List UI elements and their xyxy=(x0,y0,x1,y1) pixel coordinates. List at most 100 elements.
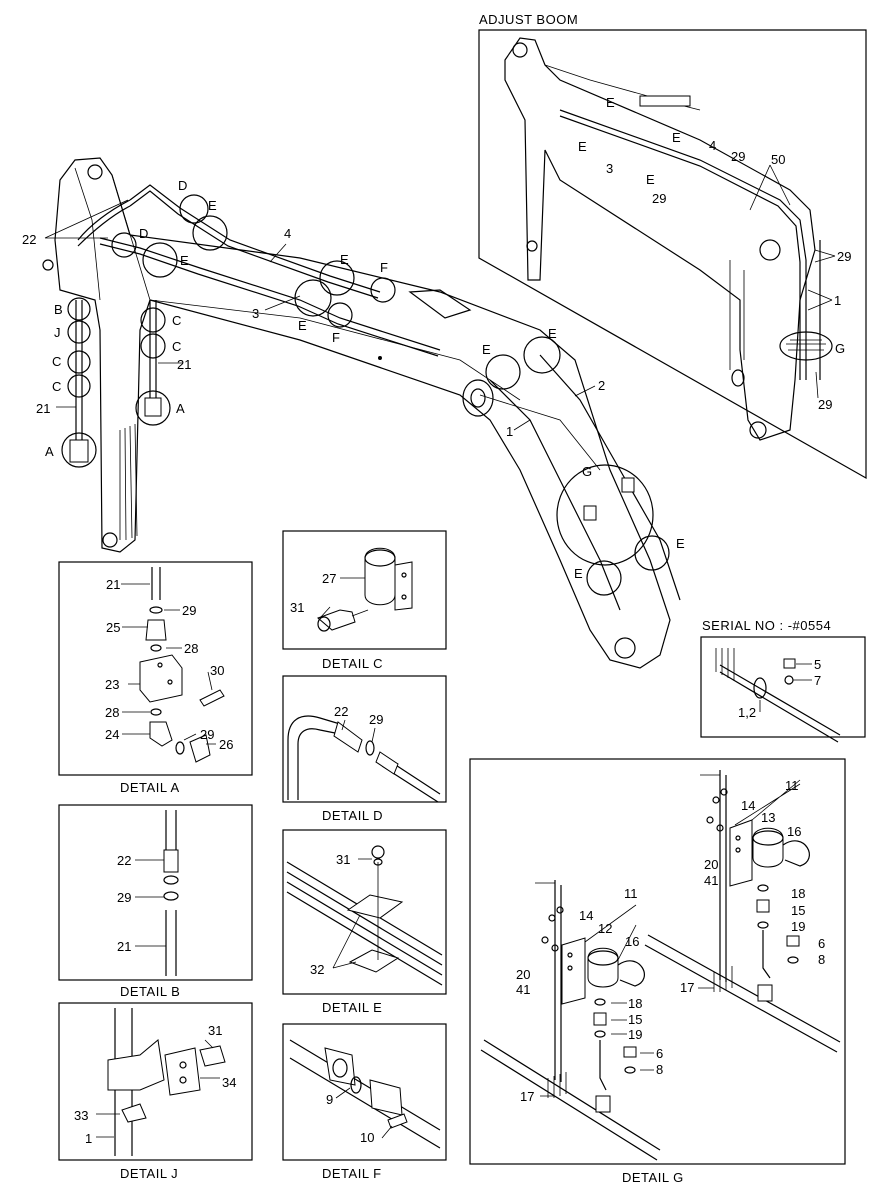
main-labels: 22 D E D E 4 E F 3 E F B J C C C C 21 21… xyxy=(22,178,685,581)
detail-e-caption: DETAIL E xyxy=(322,1000,382,1015)
adjust-label-E-2: E xyxy=(672,130,681,145)
label-E-1: E xyxy=(208,198,217,213)
label-E-7: E xyxy=(676,536,685,551)
adjust-label-4: 4 xyxy=(709,138,716,153)
detail-g-label-19-upper: 19 xyxy=(791,919,805,934)
detail-a-caption: DETAIL A xyxy=(120,780,180,795)
label-C-2: C xyxy=(52,379,61,394)
main-boom-drawing xyxy=(42,157,681,669)
label-F-2: F xyxy=(332,330,340,345)
detail-g-label-8-upper: 8 xyxy=(818,952,825,967)
detail-b: DETAIL B xyxy=(58,804,253,999)
adjust-boom-title: ADJUST BOOM xyxy=(479,12,578,27)
detail-g-label-17-lower: 17 xyxy=(520,1089,534,1104)
serial-labels: 5 7 1,2 xyxy=(738,657,821,720)
adjust-label-E-4: E xyxy=(646,172,655,187)
detail-a-label-28-bottom: 28 xyxy=(105,705,119,720)
detail-a-label-25: 25 xyxy=(106,620,120,635)
detail-j-label-31: 31 xyxy=(208,1023,222,1038)
detail-j-label-33: 33 xyxy=(74,1108,88,1123)
detail-g-label-41-lower: 41 xyxy=(516,982,530,997)
detail-f-label-10: 10 xyxy=(360,1130,374,1145)
detail-g-label-41-upper: 41 xyxy=(704,873,718,888)
detail-e-label-31: 31 xyxy=(336,852,350,867)
label-3: 3 xyxy=(252,306,259,321)
label-E-8: E xyxy=(574,566,583,581)
detail-a-label-21: 21 xyxy=(106,577,120,592)
detail-g-label-14-upper: 14 xyxy=(741,798,755,813)
detail-g-label-6-upper: 6 xyxy=(818,936,825,951)
adjust-label-50: 50 xyxy=(771,152,785,167)
detail-b-label-22: 22 xyxy=(117,853,131,868)
detail-e-label-32: 32 xyxy=(310,962,324,977)
adjust-label-3: 3 xyxy=(606,161,613,176)
detail-g-label-11-lower: 11 xyxy=(624,886,638,901)
detail-d: DETAIL D xyxy=(282,675,447,823)
detail-a-label-23: 23 xyxy=(105,677,119,692)
detail-b-label-21: 21 xyxy=(117,939,131,954)
detail-e: DETAIL E xyxy=(282,829,447,1015)
label-D-1: D xyxy=(178,178,187,193)
label-A-left: A xyxy=(45,444,54,459)
detail-g-label-16-lower: 16 xyxy=(625,934,639,949)
detail-g-label-17-upper: 17 xyxy=(680,980,694,995)
detail-a-label-30: 30 xyxy=(210,663,224,678)
detail-g-label-18-lower: 18 xyxy=(628,996,642,1011)
adjust-label-29-c: 29 xyxy=(837,249,851,264)
label-E-6: E xyxy=(548,326,557,341)
adjust-label-29-d: 29 xyxy=(818,397,832,412)
serial-inset: SERIAL NO : -#0554 xyxy=(700,618,866,743)
label-C-1: C xyxy=(52,354,61,369)
label-2: 2 xyxy=(598,378,605,393)
adjust-label-29-b: 29 xyxy=(652,191,666,206)
adjust-label-29-a: 29 xyxy=(731,149,745,164)
detail-d-caption: DETAIL D xyxy=(322,808,383,823)
label-22: 22 xyxy=(22,232,36,247)
detail-g-label-6-lower: 6 xyxy=(656,1046,663,1061)
detail-g-caption: DETAIL G xyxy=(622,1170,684,1185)
serial-label-1-2: 1,2 xyxy=(738,705,756,720)
detail-c: DETAIL C xyxy=(282,530,447,671)
detail-a-label-29: 29 xyxy=(182,603,196,618)
label-21-left: 21 xyxy=(36,401,50,416)
label-D-2: D xyxy=(139,226,148,241)
label-C-3: C xyxy=(172,313,181,328)
detail-f: DETAIL F xyxy=(282,1023,447,1181)
label-E-5: E xyxy=(482,342,491,357)
adjust-boom-inset: ADJUST BOOM xyxy=(478,12,867,480)
detail-d-label-29: 29 xyxy=(369,712,383,727)
label-E-4: E xyxy=(298,318,307,333)
detail-f-caption: DETAIL F xyxy=(322,1166,382,1181)
detail-j-caption: DETAIL J xyxy=(120,1166,178,1181)
detail-g-label-15-upper: 15 xyxy=(791,903,805,918)
label-G: G xyxy=(582,464,592,479)
label-J: J xyxy=(54,325,61,340)
detail-c-labels: 27 31 xyxy=(290,571,336,615)
detail-b-label-29: 29 xyxy=(117,890,131,905)
serial-no-title: SERIAL NO : -#0554 xyxy=(702,618,831,633)
label-B: B xyxy=(54,302,63,317)
detail-a-label-24: 24 xyxy=(105,727,119,742)
label-4: 4 xyxy=(284,226,291,241)
detail-j-labels: 31 34 33 1 xyxy=(74,1023,236,1146)
serial-label-5: 5 xyxy=(814,657,821,672)
detail-d-label-22: 22 xyxy=(334,704,348,719)
detail-j: DETAIL J xyxy=(58,1002,253,1181)
adjust-label-1: 1 xyxy=(834,293,841,308)
detail-g-label-8-lower: 8 xyxy=(656,1062,663,1077)
label-E-2: E xyxy=(180,253,189,268)
detail-b-labels: 22 29 21 xyxy=(117,853,131,954)
adjust-label-E-1: E xyxy=(606,95,615,110)
detail-g-label-16-upper: 16 xyxy=(787,824,801,839)
detail-c-label-27: 27 xyxy=(322,571,336,586)
detail-j-label-1: 1 xyxy=(85,1131,92,1146)
detail-e-labels: 31 32 xyxy=(310,852,350,977)
detail-a-label-26: 26 xyxy=(219,737,233,752)
detail-j-label-34: 34 xyxy=(222,1075,236,1090)
detail-c-label-31: 31 xyxy=(290,600,304,615)
detail-g-label-18-upper: 18 xyxy=(791,886,805,901)
label-E-3: E xyxy=(340,252,349,267)
adjust-label-E-3: E xyxy=(578,139,587,154)
detail-g-label-20-upper: 20 xyxy=(704,857,718,872)
